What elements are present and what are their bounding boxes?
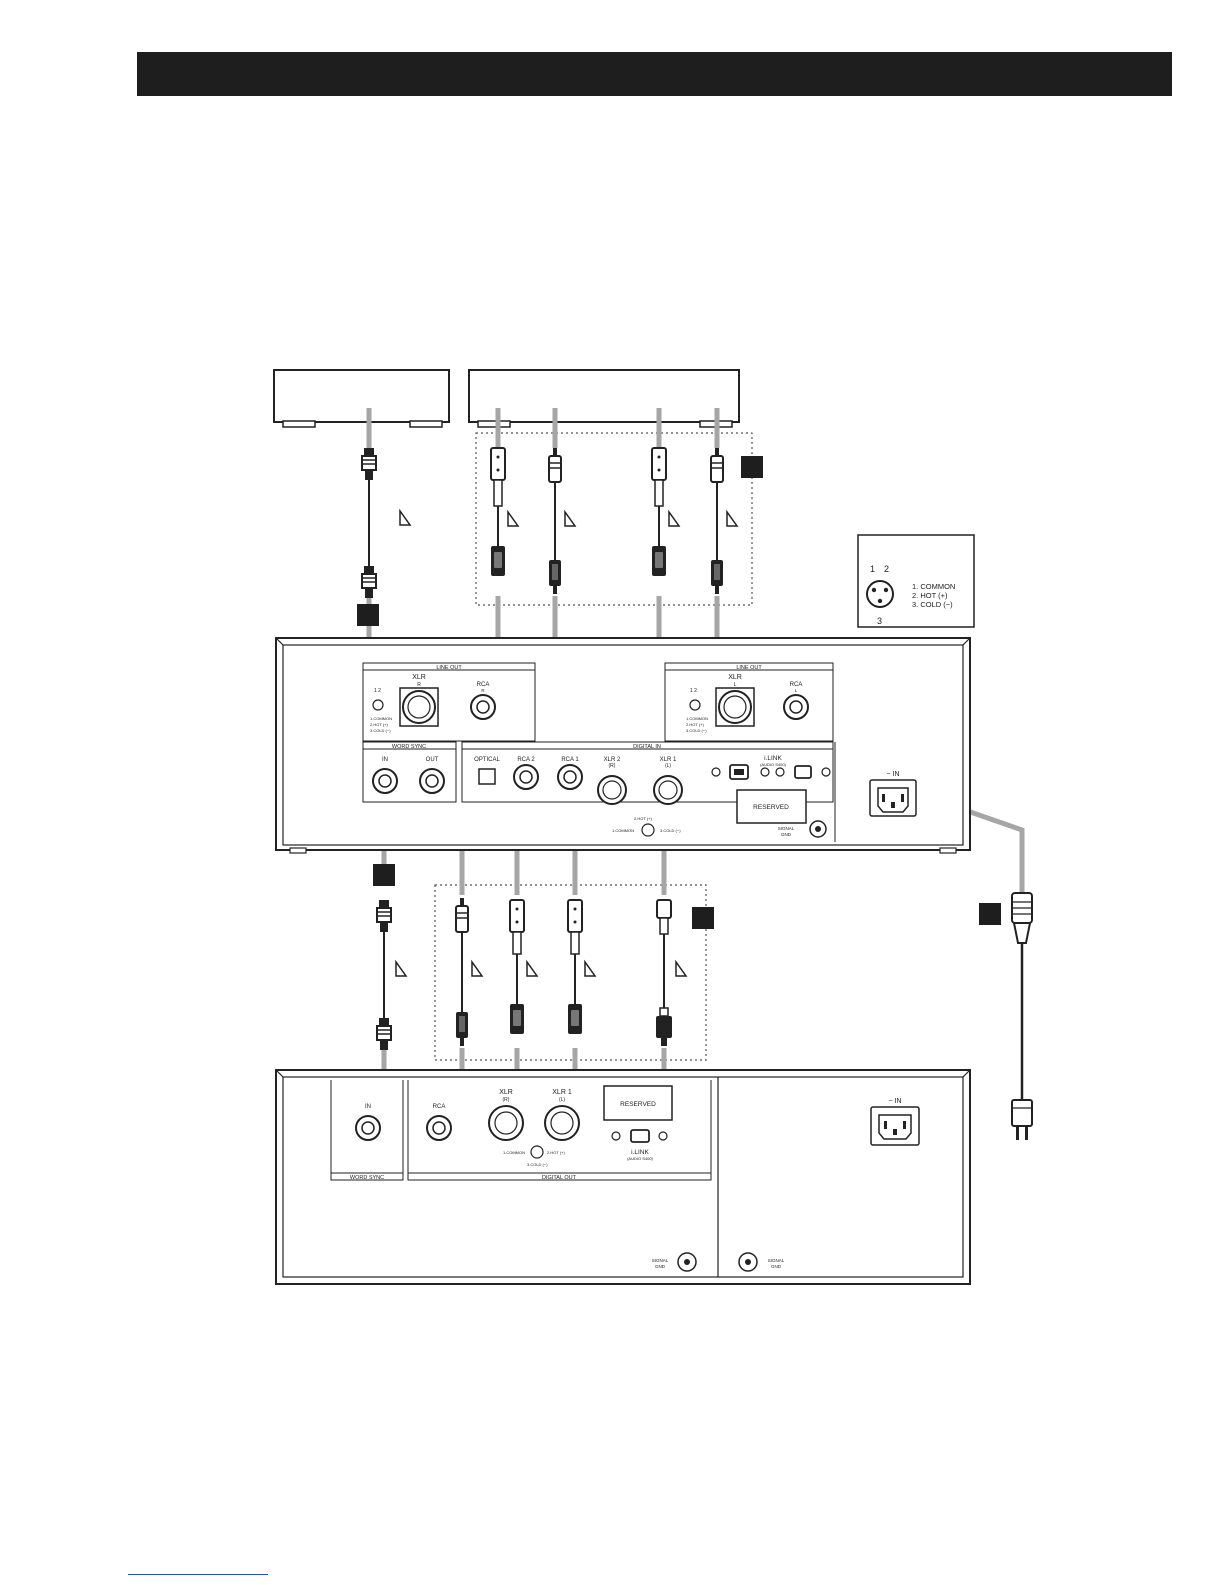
- word-sync-cable-upper: [361, 447, 411, 599]
- badge-word-sync-out: [373, 864, 395, 886]
- lower-signal-gnd-left-2: GND: [655, 1264, 666, 1269]
- rca-digital-cable: [455, 897, 483, 1046]
- digital-cable-group: [434, 884, 707, 1061]
- reserved-label: RESERVED: [753, 804, 789, 811]
- line-out-r-header: LINE OUT: [436, 665, 462, 671]
- digital-out-header: DIGITAL OUT: [542, 1175, 577, 1181]
- lower-rca-label: RCA: [433, 1104, 446, 1110]
- lower-pin-note-right: 2.HOT (+): [547, 1150, 565, 1155]
- line-out-l-xlr-label: XLR: [728, 674, 742, 681]
- footer-link-underline[interactable]: [128, 1574, 268, 1575]
- line-out-r-xlr-sub: R: [417, 682, 421, 688]
- rca-cable-r: [548, 447, 576, 594]
- lower-ilink-sub: (AUDIO S400): [627, 1156, 653, 1161]
- xlr-pin-note-top: 2.HOT (+): [634, 816, 652, 821]
- xlr1-label: XLR 1: [660, 757, 677, 763]
- signal-gnd-label-2: GND: [781, 832, 792, 837]
- legend-line-2: 2. HOT (+): [912, 591, 948, 600]
- badge-power: [979, 903, 1001, 925]
- legend-pin-2: 2: [884, 564, 889, 574]
- lower-word-sync-in-label: IN: [365, 1104, 371, 1110]
- badge-digital: [692, 907, 714, 929]
- xlr-cable-r: [490, 447, 519, 576]
- xlr-digital-cable-r: [509, 899, 538, 1034]
- legend-pin-1: 1: [870, 564, 875, 574]
- line-out-l-rca-sub: L: [795, 688, 798, 693]
- lower-ac-in-label: ~ IN: [888, 1098, 901, 1105]
- xlr-cable-l: [651, 447, 680, 576]
- xlr-digital-cable-l: [567, 899, 596, 1034]
- signal-gnd-label: SIGNAL: [778, 826, 795, 831]
- legend-pin-3: 3: [877, 616, 882, 626]
- lower-signal-gnd-right: SIGNAL: [768, 1258, 785, 1263]
- lower-reserved-label: RESERVED: [620, 1101, 656, 1108]
- line-out-l-rca-label: RCA: [790, 682, 803, 688]
- word-sync-out-label: OUT: [426, 757, 439, 763]
- lower-word-sync-header: WORD SYNC: [350, 1175, 384, 1181]
- ilink-label: i.LINK: [764, 755, 782, 762]
- line-out-l-mini-pins: 1 2: [690, 688, 697, 694]
- line-out-r-rca-sub: R: [481, 688, 485, 693]
- lower-pin-note-left: 1.COMMON: [503, 1150, 525, 1155]
- word-sync-header: WORD SYNC: [392, 744, 426, 750]
- ilink-sub: (AUDIO S400): [760, 762, 786, 767]
- line-out-r-xlr-label: XLR: [412, 674, 426, 681]
- line-out-l-mini-line-3: 3.COLD (−): [686, 728, 707, 733]
- lower-xlr-r-label: XLR: [499, 1089, 513, 1096]
- badge-word-sync-in: [357, 604, 379, 626]
- xlr-pin-note-right: 3.COLD (−): [660, 828, 681, 833]
- lower-xlr1-l-label: XLR 1: [552, 1089, 572, 1096]
- line-out-r-mini-line-3: 3.COLD (−): [370, 728, 391, 733]
- line-out-l-mini-line-2: 2.HOT (+): [686, 722, 704, 727]
- line-out-r-mini-line-2: 2.HOT (+): [370, 722, 388, 727]
- lower-xlr-r-sub: (R): [503, 1097, 510, 1103]
- lower-signal-gnd-left: SIGNAL: [652, 1258, 669, 1263]
- xlr-pin-legend: 1 2 3 1. COMMON 2. HOT (+) 3. COLD (−): [857, 534, 975, 628]
- header-bar: [137, 52, 1172, 96]
- lower-xlr1-l-sub: (L): [559, 1097, 565, 1103]
- lower-signal-gnd-right-2: GND: [771, 1264, 782, 1269]
- word-sync-cable-lower: [376, 899, 407, 1051]
- lower-unit-panel: WORD SYNC IN DIGITAL OUT RCA XLR (R) XLR…: [275, 1069, 971, 1285]
- line-out-r-rca-label: RCA: [477, 682, 490, 688]
- rca2-label: RCA 2: [517, 757, 535, 763]
- rca-cable-l: [710, 447, 738, 594]
- upper-unit-panel: LINE OUT XLR R 1 2 1.COMMON 2.HOT (+) 3.…: [275, 637, 971, 854]
- line-out-l-mini-line-1: 1.COMMON: [686, 716, 708, 721]
- source-device-right: [468, 369, 740, 428]
- xlr2-label: XLR 2: [604, 757, 621, 763]
- upper-ac-in-label: ~ IN: [886, 771, 899, 778]
- rca1-label: RCA 1: [561, 757, 579, 763]
- optical-label: OPTICAL: [474, 757, 500, 763]
- ilink-cable: [656, 899, 687, 1046]
- lower-pin-note-bottom: 3.COLD (−): [527, 1162, 548, 1167]
- line-out-l-xlr-sub: L: [734, 682, 737, 688]
- source-device-left: [273, 369, 450, 428]
- xlr-pin-note-left: 1.COMMON: [612, 828, 634, 833]
- power-cord: [1011, 892, 1033, 1140]
- line-out-r-mini-pins: 1 2: [374, 688, 381, 694]
- digital-in-header: DIGITAL IN: [633, 744, 661, 750]
- legend-line-1: 1. COMMON: [912, 582, 955, 591]
- word-sync-in-label: IN: [382, 757, 388, 763]
- line-out-l-header: LINE OUT: [736, 665, 762, 671]
- analog-cable-group: [475, 432, 753, 606]
- line-out-r-mini-line-1: 1.COMMON: [370, 716, 392, 721]
- lower-ilink-label: i.LINK: [631, 1149, 649, 1156]
- legend-line-3: 3. COLD (−): [912, 600, 953, 609]
- xlr2-sub: (R): [609, 763, 616, 769]
- xlr1-sub: (L): [665, 763, 671, 769]
- badge-analog: [741, 456, 763, 478]
